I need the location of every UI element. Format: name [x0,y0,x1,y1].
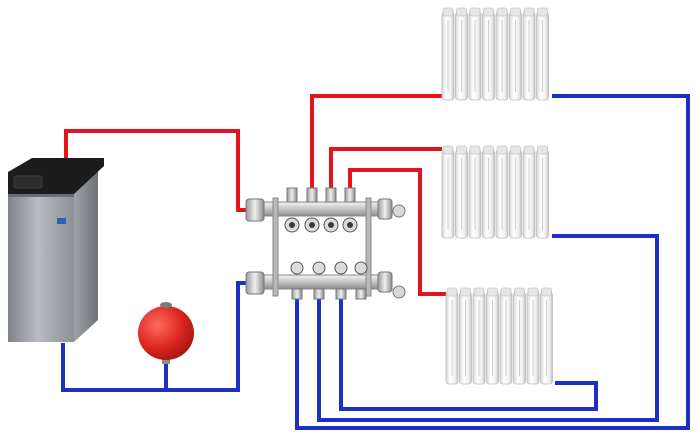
radiator-section-cap [469,145,481,155]
radiator-top [441,7,549,101]
return-pipe-bottom-radiator [339,298,598,411]
expansion-tank-cap [160,302,172,308]
radiator-section-cap [510,145,521,155]
radiator-section-cap [514,287,525,297]
radiator-section-cap [460,287,471,297]
supply-outlet-2 [304,187,320,233]
radiator-section-cap [496,145,508,155]
boiler-panel-edge [8,194,74,197]
radiator-section-cap [541,287,552,297]
supply-outlet-3 [323,187,339,233]
radiator-section-cap [483,145,494,155]
manifold-return-outlets [290,261,368,300]
return-outlet-1 [290,261,304,300]
boiler-display [13,175,43,189]
radiator-section-cap [500,287,512,297]
radiator-section-cap [537,7,548,17]
return-outlet-4 [354,261,368,300]
radiator-section-cap [456,145,467,155]
boiler-body [8,184,74,342]
manifold-air-vent-bottom [377,271,406,299]
radiator-section-cap [527,287,539,297]
manifold-supply-outlets [284,187,358,233]
return-pipe-middle-radiator [317,234,659,422]
supply-pipe-middle-radiator [329,147,442,196]
boiler-logo-badge [57,218,66,224]
expansion-tank [138,302,194,364]
radiator-section-cap [510,7,521,17]
boiler-side-panel [74,166,98,342]
supply-pipe-bottom-radiator [348,168,446,296]
supply-outlet-4 [342,187,358,233]
radiator-section-cap [442,7,454,17]
pipe-network [61,94,690,430]
manifold-return-inlet-valve [245,271,265,295]
radiator-section-cap [487,287,498,297]
boiler-return-pipe [61,281,256,392]
supply-pipe-top-radiator [310,94,442,196]
manifold [245,187,406,300]
manifold-bracket-right [365,197,372,297]
return-outlet-3 [334,261,348,300]
manifold-supply-inlet-valve [245,198,265,222]
manifold-air-vent-top [377,198,406,220]
supply-outlet-1 [284,187,300,233]
radiator-section-cap [523,145,535,155]
radiator-section-cap [456,7,467,17]
radiator-section-cap [537,145,548,155]
radiator-section-cap [496,7,508,17]
radiator-section-cap [473,287,485,297]
radiator-section-cap [469,7,481,17]
radiator-bottom [445,287,553,385]
radiator-section-cap [442,145,454,155]
expansion-tank-vessel [138,306,194,360]
radiator-section-cap [446,287,458,297]
radiator-section-cap [523,7,535,17]
radiator-middle [441,145,549,239]
boiler-supply-pipe [64,129,256,212]
radiator-section-cap [483,7,494,17]
return-outlet-2 [312,261,326,300]
boiler [8,158,104,342]
manifold-bracket-left [272,197,279,297]
return-pipe-top-radiator [295,94,690,430]
